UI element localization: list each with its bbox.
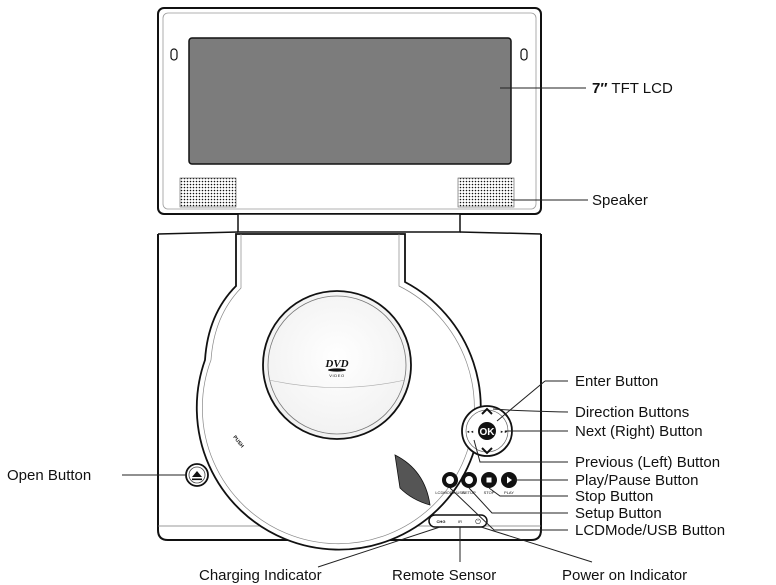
setup-button[interactable]: SETUP (461, 472, 477, 495)
label-enter-button: Enter Button (575, 373, 658, 390)
label-tft-lcd: 7″ TFT LCD (592, 80, 673, 97)
base-body: DVD VIDEO PUSH ◄◄ ►► OK (157, 231, 542, 551)
hinge-slot-left (170, 48, 178, 61)
label-setup-button: Setup Button (575, 505, 662, 522)
base-top-edge (157, 231, 542, 235)
lid-inner-edge (162, 12, 537, 210)
label-remote-sensor: Remote Sensor (392, 567, 496, 584)
label-power-on-indicator: Power on Indicator (562, 567, 687, 584)
dvd-logo: DVD VIDEO (324, 358, 348, 378)
leader-enter (496, 380, 546, 422)
lcdmode-usb-mark: LCDMODE/USB (435, 490, 465, 495)
label-stop-button: Stop Button (575, 488, 653, 505)
label-open-button: Open Button (7, 467, 91, 484)
callout-labels: 7″ TFT LCD Speaker Enter Button Directio… (7, 80, 725, 584)
label-tft-lcd-text: TFT LCD (608, 80, 673, 97)
eject-icon (192, 471, 202, 481)
leader-power (480, 526, 593, 563)
lcdmode-usb-button[interactable]: LCDMODE/USB (435, 472, 465, 495)
screen-lid (157, 7, 542, 215)
disc-window-seam (268, 379, 406, 388)
indicator-panel: CHG IR ⏻ (428, 514, 488, 528)
ok-label: OK (480, 427, 496, 438)
open-button[interactable] (185, 463, 209, 487)
hinge-block (237, 213, 461, 233)
label-direction-buttons: Direction Buttons (575, 404, 689, 421)
label-next-button: Next (Right) Button (575, 423, 703, 440)
play-pause-button[interactable]: PLAY (501, 472, 517, 495)
charging-indicator-mark: CHG (437, 519, 446, 524)
leader-direction (492, 408, 569, 413)
ok-icon[interactable]: OK (478, 422, 496, 440)
leader-lines (122, 87, 593, 568)
navigation-pad[interactable]: ◄◄ ►► OK (461, 405, 513, 457)
disc-door-shadow (394, 454, 431, 506)
leader-previous (473, 439, 568, 463)
up-arrow-icon[interactable] (481, 407, 493, 415)
label-speaker: Speaker (592, 192, 648, 209)
dvd-logo-sub: VIDEO (329, 373, 344, 378)
right-arrow-mark[interactable]: ►► (500, 429, 508, 434)
leader-lcdmode (449, 487, 568, 531)
leader-setup (468, 487, 568, 514)
remote-sensor-mark: IR (458, 519, 462, 524)
speaker-grille-left (179, 177, 237, 208)
speaker-grille-right (457, 177, 515, 208)
play-mark: PLAY (504, 490, 514, 495)
label-previous-button: Previous (Left) Button (575, 454, 720, 471)
power-icon: ⏻ (475, 518, 481, 526)
stop-button[interactable]: STOP (481, 472, 497, 495)
label-tft-lcd-size: 7″ (592, 80, 608, 97)
label-lcdmode-usb-button: LCDMode/USB Button (575, 522, 725, 539)
left-arrow-mark[interactable]: ◄◄ (466, 429, 474, 434)
label-charging-indicator: Charging Indicator (199, 567, 322, 584)
hinge-slot-right (520, 48, 528, 61)
down-arrow-icon[interactable] (481, 447, 493, 455)
tft-lcd-screen (188, 37, 512, 165)
disc-window-inner (267, 295, 407, 435)
leader-stop (488, 487, 568, 497)
label-play-pause-button: Play/Pause Button (575, 472, 698, 489)
stop-mark: STOP (484, 490, 495, 495)
dvd-logo-text: DVD (324, 358, 348, 370)
setup-mark: SETUP (462, 490, 476, 495)
leader-charging (317, 526, 441, 568)
disc-door-inner (202, 234, 475, 545)
disc-window-outer (262, 290, 412, 440)
dvd-logo-swoosh (328, 368, 346, 372)
